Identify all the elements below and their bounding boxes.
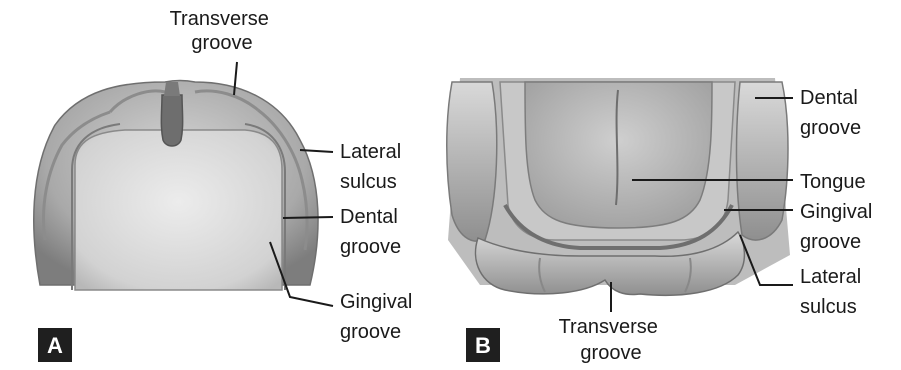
label-b-gingival-groove: Gingival groove — [800, 201, 878, 253]
panel-b: Dental groove Tongue Gingival groove Lat… — [447, 78, 878, 364]
label-b-dental-groove: Dental groove — [800, 87, 863, 139]
label-a-lateral-sulcus: Lateral sulcus — [340, 141, 407, 193]
svg-text:A: A — [47, 333, 63, 358]
panel-a-letter-badge: A — [38, 328, 72, 362]
lower-jaw-illustration — [447, 78, 790, 295]
label-b-lateral-sulcus: Lateral sulcus — [800, 266, 867, 318]
label-a-gingival-groove: Gingival groove — [340, 291, 418, 343]
panel-a: Transverse groove Lateral sulcus Dental … — [34, 8, 418, 362]
svg-text:B: B — [475, 333, 491, 358]
label-a-transverse-groove: Transverse groove — [170, 8, 275, 54]
label-b-transverse-groove: Transverse groove — [559, 316, 664, 364]
label-b-tongue: Tongue — [800, 171, 866, 193]
label-a-dental-groove: Dental groove — [340, 206, 403, 258]
panel-b-letter-badge: B — [466, 328, 500, 362]
